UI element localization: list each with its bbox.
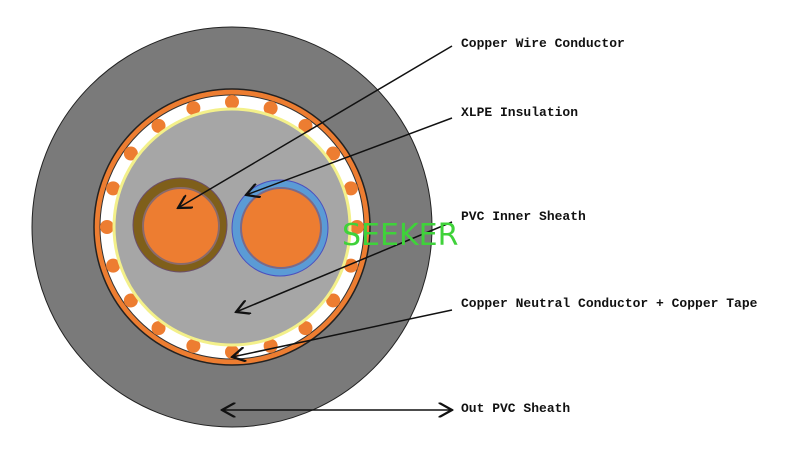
label-pvc-inner-sheath: PVC Inner Sheath	[461, 209, 586, 224]
copper-neutral-wire	[225, 95, 239, 109]
copper-neutral-wire	[151, 321, 166, 336]
arrow-inner-sheath	[236, 221, 453, 312]
copper-neutral-wire	[298, 321, 313, 336]
copper-neutral-wire	[350, 220, 364, 234]
label-out-pvc-sheath: Out PVC Sheath	[461, 401, 571, 416]
copper-neutral-wire	[298, 118, 313, 133]
copper-conductor-left	[142, 187, 220, 265]
watermark: SEEKER	[342, 218, 459, 253]
copper-neutral-wires	[100, 95, 364, 359]
copper-neutral-wire	[106, 181, 121, 196]
copper-neutral-wire	[100, 220, 114, 234]
copper-neutral-wire	[123, 293, 138, 308]
copper-neutral-wire	[123, 146, 138, 161]
copper-neutral-wire	[186, 338, 201, 353]
copper-neutral-wire	[326, 146, 341, 161]
copper-neutral-wire	[326, 293, 341, 308]
copper-neutral-wire	[151, 118, 166, 133]
arrow-insulation	[246, 117, 453, 195]
copper-neutral-wire	[186, 101, 201, 116]
label-xlpe-insulation: XLPE Insulation	[461, 105, 579, 120]
arrow-conductor	[178, 45, 453, 208]
label-copper-neutral: Copper Neutral Conductor + Copper Tape	[461, 296, 758, 311]
arrow-neutral	[232, 309, 453, 357]
copper-conductor-right	[240, 187, 322, 269]
label-copper-wire-conductor: Copper Wire Conductor	[461, 36, 625, 51]
copper-neutral-wire	[263, 101, 278, 116]
copper-neutral-wire	[106, 258, 121, 273]
copper-neutral-wire	[343, 181, 358, 196]
